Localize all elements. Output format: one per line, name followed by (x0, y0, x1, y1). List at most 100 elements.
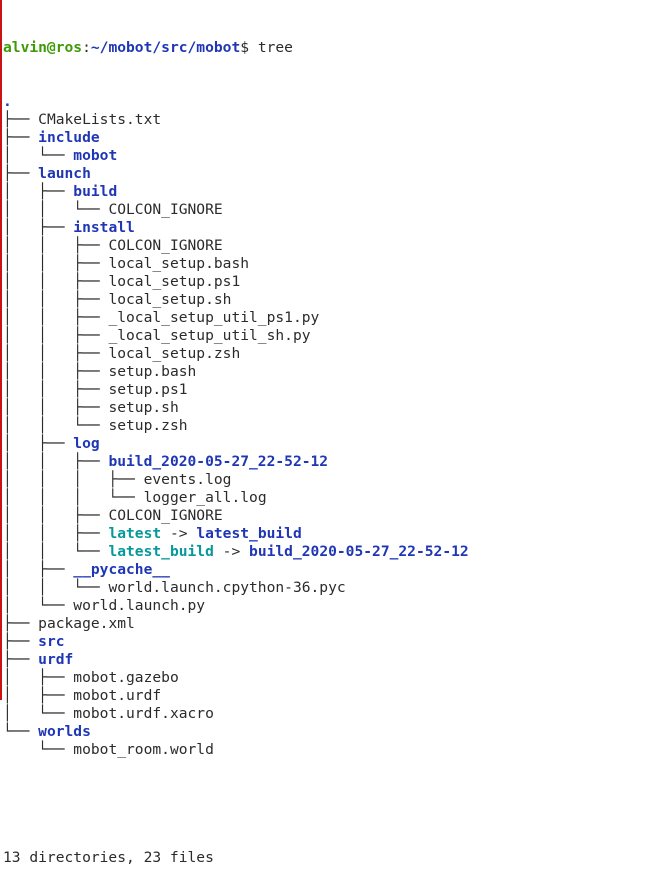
tree-guide: ├── (3, 615, 39, 632)
tree-guide: │ │ ├── (3, 291, 109, 308)
file-name: world.launch.py (73, 597, 206, 614)
file-name: _local_setup_util_sh.py (108, 327, 311, 344)
tree-guide: │ │ └── (3, 579, 109, 596)
tree-guide: │ │ │ ├── (3, 471, 144, 488)
tree-guide: │ │ ├── (3, 363, 109, 380)
file-name: mobot.gazebo (73, 669, 179, 686)
tree-guide: │ │ └── (3, 201, 109, 218)
file-name: setup.zsh (108, 417, 188, 434)
directory-name: build (73, 183, 118, 200)
tree-guide: │ ├── (3, 183, 74, 200)
tree-guide: ├── (3, 633, 39, 650)
file-name: setup.ps1 (108, 381, 188, 398)
symlink-arrow: -> (213, 543, 250, 560)
shell-prompt: alvin@ros:~/mobot/src/mobot$ tree (3, 39, 469, 57)
tree-line: │ │ ├── _local_setup_util_ps1.py (3, 309, 469, 327)
tree-guide: │ │ ├── (3, 255, 109, 272)
tree-guide: │ │ ├── (3, 381, 109, 398)
tree-guide: │ ├── (3, 561, 74, 578)
symlink-name: latest_build (108, 543, 214, 560)
prompt-command: tree (257, 39, 293, 56)
tree-guide: │ │ ├── (3, 453, 109, 470)
file-name: local_setup.ps1 (108, 273, 241, 290)
tree-line: . (3, 93, 469, 111)
tree-guide: │ ├── (3, 219, 74, 236)
tree-guide: │ │ └── (3, 417, 109, 434)
tree-line: │ ├── install (3, 219, 469, 237)
tree-line: │ │ ├── local_setup.ps1 (3, 273, 469, 291)
tree-line: │ │ ├── COLCON_IGNORE (3, 507, 469, 525)
tree-guide: │ │ ├── (3, 399, 109, 416)
directory-name: __pycache__ (73, 561, 170, 578)
prompt-symbol: $ (240, 39, 258, 56)
tree-line: │ │ └── world.launch.cpython-36.pyc (3, 579, 469, 597)
tree-line: │ │ └── setup.zsh (3, 417, 469, 435)
window-edge (0, 0, 2, 700)
prompt-separator: : (82, 39, 91, 56)
tree-line: ├── launch (3, 165, 469, 183)
tree-guide: │ │ ├── (3, 273, 109, 290)
tree-guide: │ │ ├── (3, 309, 109, 326)
symlink-arrow: -> (161, 525, 197, 542)
file-name: world.launch.cpython-36.pyc (108, 579, 346, 596)
file-name: CMakeLists.txt (38, 111, 162, 128)
directory-name: worlds (38, 723, 91, 740)
tree-guide: └── (3, 723, 39, 740)
tree-guide: │ │ ├── (3, 327, 109, 344)
tree-line: │ ├── __pycache__ (3, 561, 469, 579)
tree-guide: │ │ ├── (3, 345, 109, 362)
terminal-output[interactable]: alvin@ros:~/mobot/src/mobot$ tree .├── C… (3, 3, 469, 885)
tree-line: ├── CMakeLists.txt (3, 111, 469, 129)
tree-line: │ │ ├── setup.sh (3, 399, 469, 417)
tree-line: │ │ ├── latest -> latest_build (3, 525, 469, 543)
tree-line: │ ├── log (3, 435, 469, 453)
tree-line: └── worlds (3, 723, 469, 741)
directory-name: build_2020-05-27_22-52-12 (108, 453, 329, 470)
tree-line: │ └── world.launch.py (3, 597, 469, 615)
tree-guide: │ │ ├── (3, 237, 109, 254)
tree-line: │ │ ├── setup.ps1 (3, 381, 469, 399)
directory-name: . (3, 93, 12, 110)
tree-line: │ └── mobot.urdf.xacro (3, 705, 469, 723)
tree-line: ├── include (3, 129, 469, 147)
tree-guide: │ │ ├── (3, 507, 109, 524)
tree-line: │ ├── mobot.gazebo (3, 669, 469, 687)
file-name: COLCON_IGNORE (108, 507, 223, 524)
tree-guide: │ ├── (3, 669, 74, 686)
blank-line (3, 795, 469, 813)
tree-line: │ │ ├── build_2020-05-27_22-52-12 (3, 453, 469, 471)
tree-line: │ │ ├── _local_setup_util_sh.py (3, 327, 469, 345)
directory-name: log (73, 435, 100, 452)
directory-name: launch (38, 165, 91, 182)
tree-line: ├── urdf (3, 651, 469, 669)
tree-line: │ │ └── latest_build -> build_2020-05-27… (3, 543, 469, 561)
tree-guide: ├── (3, 129, 39, 146)
file-name: setup.sh (108, 399, 179, 416)
tree-line: └── mobot_room.world (3, 741, 469, 759)
tree-line: │ │ ├── COLCON_IGNORE (3, 237, 469, 255)
file-name: setup.bash (108, 363, 197, 380)
tree-line: │ │ │ ├── events.log (3, 471, 469, 489)
tree-guide: ├── (3, 651, 39, 668)
tree-line: │ │ │ └── logger_all.log (3, 489, 469, 507)
tree-line: │ │ └── COLCON_IGNORE (3, 201, 469, 219)
tree-line: │ ├── mobot.urdf (3, 687, 469, 705)
tree-line: │ │ ├── local_setup.zsh (3, 345, 469, 363)
file-name: mobot_room.world (73, 741, 214, 758)
directory-name: mobot (73, 147, 118, 164)
file-name: COLCON_IGNORE (108, 237, 223, 254)
tree-guide: ├── (3, 165, 39, 182)
tree-summary: 13 directories, 23 files (3, 849, 214, 866)
directory-name: urdf (38, 651, 74, 668)
tree-line: │ │ ├── setup.bash (3, 363, 469, 381)
directory-name: src (38, 633, 65, 650)
directory-name: include (38, 129, 100, 146)
tree-guide: ├── (3, 111, 39, 128)
prompt-path: ~/mobot/src/mobot (90, 39, 241, 56)
symlink-target: build_2020-05-27_22-52-12 (249, 543, 469, 560)
tree-line: ├── package.xml (3, 615, 469, 633)
tree-line: ├── src (3, 633, 469, 651)
tree-listing: .├── CMakeLists.txt├── include│ └── mobo… (3, 93, 469, 759)
file-name: mobot.urdf.xacro (73, 705, 214, 722)
directory-name: install (73, 219, 135, 236)
